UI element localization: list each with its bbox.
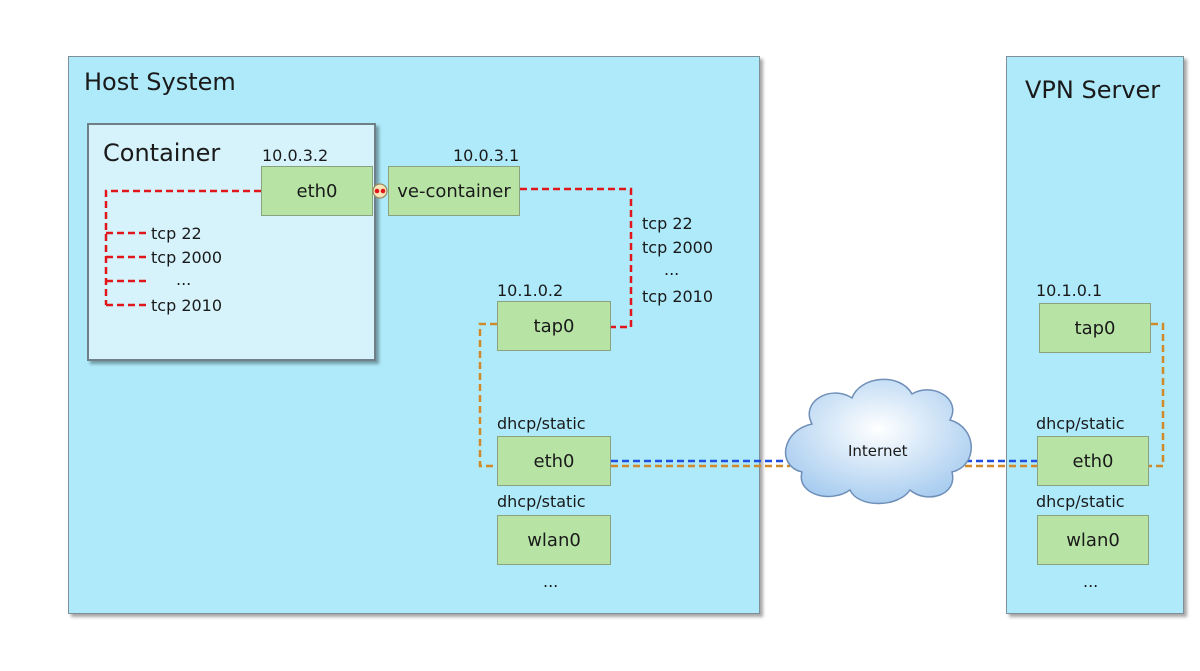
container-eth0[interactable]: eth0: [261, 166, 373, 216]
host-system-title: Host System: [84, 68, 236, 96]
vpn-more-ifaces: ...: [1083, 572, 1099, 591]
container-title: Container: [103, 139, 221, 167]
veth-pair-connector-icon: [372, 183, 388, 199]
ve-container-iface[interactable]: ve-container: [388, 166, 520, 216]
forward-port-4: tcp 2010: [642, 287, 714, 306]
ve-container-ip: 10.0.3.1: [453, 146, 520, 165]
container-eth0-ip: 10.0.3.2: [262, 146, 329, 165]
forward-port-2: tcp 2000: [642, 238, 714, 257]
host-wlan0[interactable]: wlan0: [497, 515, 611, 565]
vpn-wlan0-mode: dhcp/static: [1036, 492, 1125, 511]
host-tap0-ip: 10.1.0.2: [497, 281, 564, 300]
vpn-tap0-ip: 10.1.0.1: [1036, 281, 1103, 300]
internet-label: Internet: [848, 442, 908, 460]
host-tunnel-link: [478, 322, 497, 468]
container-port-4: tcp 2010: [151, 296, 223, 315]
host-wlan0-mode: dhcp/static: [497, 492, 586, 511]
container-port-2: tcp 2000: [151, 248, 223, 267]
ve-container-tap0-link: [520, 187, 633, 329]
vpn-eth0-mode: dhcp/static: [1036, 414, 1125, 433]
host-more-ifaces: ...: [543, 572, 559, 591]
container-port-links: [104, 189, 261, 307]
forward-port-1: tcp 22: [642, 214, 693, 233]
host-eth0[interactable]: eth0: [497, 436, 611, 486]
container-box: [87, 123, 376, 361]
vpn-tap0[interactable]: tap0: [1039, 303, 1151, 353]
vpn-server-title: VPN Server: [1025, 76, 1161, 104]
container-port-3: ...: [176, 270, 192, 289]
vpn-eth0[interactable]: eth0: [1037, 436, 1149, 486]
host-tap0[interactable]: tap0: [497, 301, 611, 351]
container-port-1: tcp 22: [151, 224, 202, 243]
host-eth0-mode: dhcp/static: [497, 414, 586, 433]
internet-cloud-icon: [784, 378, 972, 505]
vpn-wlan0[interactable]: wlan0: [1037, 515, 1149, 565]
vpn-tunnel-link: [1149, 322, 1165, 468]
forward-port-3: ...: [664, 260, 680, 279]
